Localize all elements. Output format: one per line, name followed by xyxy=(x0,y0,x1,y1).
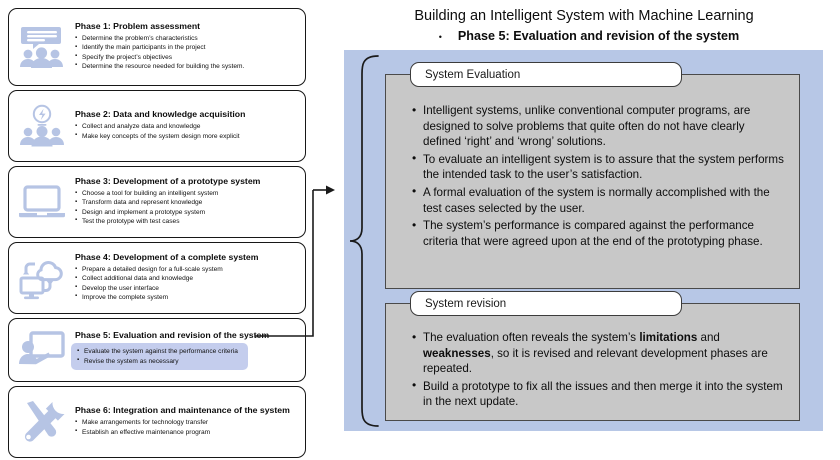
phase-bullet: Collect additional data and knowledge xyxy=(75,274,223,283)
phase-card-3-body: Phase 3: Development of a prototype syst… xyxy=(75,176,305,228)
detail-bullet: To evaluate an intelligent system is to … xyxy=(412,151,785,183)
slide-subtitle: Phase 5: Evaluation and revision of the … xyxy=(457,29,740,43)
system-evaluation-bullets: Intelligent systems, unlike conventional… xyxy=(386,75,799,249)
phase-bullet: Make arrangements for technology transfe… xyxy=(75,418,210,427)
system-evaluation-box: Intelligent systems, unlike conventional… xyxy=(385,74,800,289)
phase-card-6-body: Phase 6: Integration and maintenance of … xyxy=(75,405,305,438)
phase-card-4-bullets: Prepare a detailed design for a full-sca… xyxy=(75,265,223,302)
phase-card-3-bullets: Choose a tool for building an intelligen… xyxy=(75,189,218,226)
phase-bullet: Revise the system as necessary xyxy=(77,356,238,366)
phase-card-1[interactable]: Phase 1: Problem assessment Determine th… xyxy=(8,8,306,86)
phase-card-3-title: Phase 3: Development of a prototype syst… xyxy=(75,176,261,187)
people-speech-bubble-icon xyxy=(9,9,75,85)
detail-bullet: Build a prototype to fix all the issues … xyxy=(412,378,785,410)
phase-card-4[interactable]: Phase 4: Development of a complete syste… xyxy=(8,242,306,314)
phase-card-2[interactable]: Phase 2: Data and knowledge acquisition … xyxy=(8,90,306,162)
phase-bullet: Establish an effective maintenance progr… xyxy=(75,427,210,437)
phase-bullet: Transform data and represent knowledge xyxy=(75,198,218,207)
phase-card-2-body: Phase 2: Data and knowledge acquisition … xyxy=(75,109,305,142)
phase-card-column: Phase 1: Problem assessment Determine th… xyxy=(8,6,308,458)
system-evaluation-label: System Evaluation xyxy=(410,62,682,87)
phase-card-5-title: Phase 5: Evaluation and revision of the … xyxy=(75,330,270,341)
phase-card-3[interactable]: Phase 3: Development of a prototype syst… xyxy=(8,166,306,238)
phase-card-6[interactable]: Phase 6: Integration and maintenance of … xyxy=(8,386,306,458)
wrench-screwdriver-icon xyxy=(9,387,75,457)
phase-bullet: Collect and analyze data and knowledge xyxy=(75,122,240,131)
system-revision-bullets: The evaluation often reveals the system’… xyxy=(386,304,799,410)
slide-title: Building an Intelligent System with Mach… xyxy=(414,8,754,24)
phase-bullet: Make key concepts of the system design m… xyxy=(75,131,240,141)
phase-card-2-title: Phase 2: Data and knowledge acquisition xyxy=(75,109,246,120)
phase-bullet: Improve the complete system xyxy=(75,292,223,302)
phase-card-5[interactable]: Phase 5: Evaluation and revision of the … xyxy=(8,318,306,382)
phase-card-4-title: Phase 4: Development of a complete syste… xyxy=(75,252,259,263)
phase-card-4-body: Phase 4: Development of a complete syste… xyxy=(75,252,305,304)
system-revision-box: The evaluation often reveals the system’… xyxy=(385,303,800,421)
system-revision-label: System revision xyxy=(410,291,682,316)
lightbulb-people-icon xyxy=(9,91,75,161)
phase-card-2-bullets: Collect and analyze data and knowledge M… xyxy=(75,122,240,141)
slide-subtitle-row: • Phase 5: Evaluation and revision of th… xyxy=(344,27,824,46)
laptop-icon xyxy=(9,167,75,237)
phase-bullet: Determine the problem’s characteristics xyxy=(75,34,244,43)
phase-bullet: Prepare a detailed design for a full-sca… xyxy=(75,265,223,274)
phase-bullet: Specify the project’s objectives xyxy=(75,52,244,62)
phase-card-1-body: Phase 1: Problem assessment Determine th… xyxy=(75,21,305,73)
detail-bullet: A formal evaluation of the system is nor… xyxy=(412,184,785,216)
phase-bullet: Design and implement a prototype system xyxy=(75,207,218,217)
phase-bullet: Evaluate the system against the performa… xyxy=(77,347,238,356)
detail-bullet: The evaluation often reveals the system’… xyxy=(412,330,785,377)
presenter-whiteboard-icon xyxy=(9,319,75,381)
slide-heading: Building an Intelligent System with Mach… xyxy=(344,6,824,46)
phase-card-6-title: Phase 6: Integration and maintenance of … xyxy=(75,405,290,416)
phase-card-1-bullets: Determine the problem’s characteristics … xyxy=(75,34,244,71)
phase-bullet: Choose a tool for building an intelligen… xyxy=(75,189,218,198)
cloud-monitor-sync-icon xyxy=(9,243,75,313)
bullet-dot-icon: • xyxy=(438,32,442,42)
phase-bullet: Determine the resource needed for buildi… xyxy=(75,61,244,71)
phase-card-6-bullets: Make arrangements for technology transfe… xyxy=(75,418,210,437)
detail-bullet: The system’s performance is compared aga… xyxy=(412,218,785,249)
phase-card-5-bullets-highlight: Evaluate the system against the performa… xyxy=(71,343,248,370)
detail-bullet: Intelligent systems, unlike conventional… xyxy=(412,103,785,150)
phase-bullet: Test the prototype with test cases xyxy=(75,216,218,226)
phase-card-5-body: Phase 5: Evaluation and revision of the … xyxy=(71,330,305,370)
phase-bullet: Develop the user interface xyxy=(75,283,223,293)
phase-bullet: Identify the main participants in the pr… xyxy=(75,43,244,52)
phase-card-1-title: Phase 1: Problem assessment xyxy=(75,21,201,32)
